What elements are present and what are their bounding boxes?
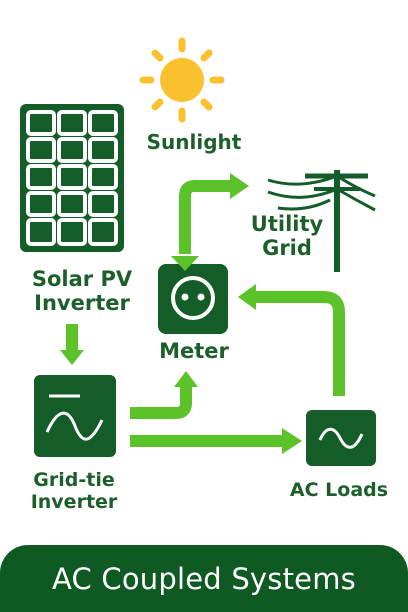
banner-title: AC Coupled Systems	[52, 561, 356, 596]
arrow-meter-to-grid	[179, 180, 232, 254]
arrow-inverter-to-meter	[130, 385, 192, 419]
sunlight-label: Sunlight	[146, 130, 242, 154]
arrow-heads	[60, 173, 302, 454]
sun-icon	[139, 37, 225, 123]
arrow-loads-to-meter	[254, 291, 345, 396]
ac-load-icon	[306, 410, 376, 466]
ac-loads-label: AC Loads	[289, 479, 389, 501]
meter-icon	[158, 264, 228, 334]
flow-arrows	[66, 180, 345, 447]
meter-label: Meter	[159, 339, 229, 363]
utility-grid-label: Utility Grid	[250, 212, 324, 260]
utility-pole-icon	[267, 170, 376, 272]
inverter-icon	[34, 375, 116, 457]
solar-panel-icon	[20, 104, 124, 252]
solar-pv-inverter-label: Solar PV Inverter	[31, 267, 133, 315]
title-banner: AC Coupled Systems	[0, 545, 408, 612]
grid-tie-inverter-label: Grid-tie Inverter	[30, 469, 118, 513]
